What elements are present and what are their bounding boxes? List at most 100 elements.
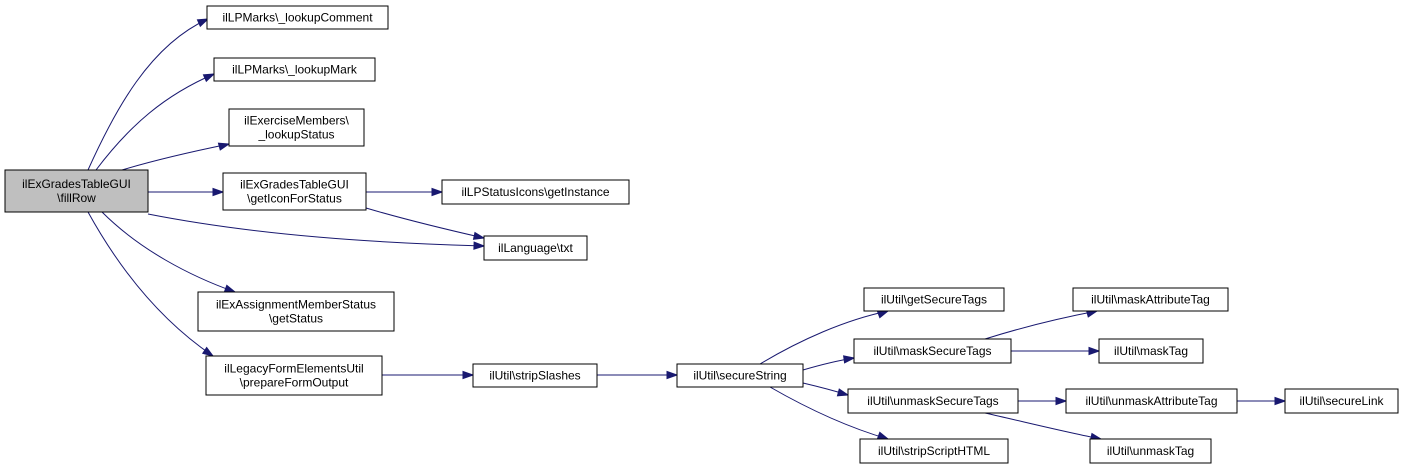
node-label: ilUtil\maskTag [1114, 344, 1188, 358]
node-geticonforstatus[interactable]: ilExGradesTableGUI\getIconForStatus [222, 172, 367, 211]
edge-line [759, 310, 889, 365]
edge-line [87, 211, 214, 357]
node-txt[interactable]: ilLanguage\txt [483, 235, 588, 261]
node-unmasksecuretags[interactable]: ilUtil\unmaskSecureTags [847, 388, 1019, 414]
node-lookupstatus[interactable]: ilExerciseMembers\_lookupStatus [228, 108, 365, 147]
edge-fillrow-to-lookupmark [95, 73, 216, 171]
edge-fillrow-to-geticonforstatus [148, 187, 225, 197]
edge-securestring-to-masksecuretags [802, 355, 856, 371]
node-box [853, 338, 1012, 364]
node-box [847, 388, 1019, 414]
arrowhead [836, 388, 850, 397]
edge-line [95, 73, 215, 171]
node-getinstance[interactable]: ilLPStatusIcons\getInstance [441, 179, 630, 205]
node-stripslashes[interactable]: ilUtil\stripSlashes [472, 363, 598, 388]
edge-line [87, 18, 209, 171]
node-label: ilUtil\maskAttributeTag [1091, 293, 1210, 307]
node-box [676, 363, 804, 388]
node-layer: ilExGradesTableGUI\fillRowilLPMarks\_loo… [4, 5, 1399, 464]
arrowhead [666, 370, 679, 380]
node-label: ilUtil\stripScriptHTML [878, 444, 990, 458]
arrowhead [473, 241, 486, 250]
edge-masksecuretags-to-masktag [1011, 346, 1101, 356]
node-box [1098, 338, 1204, 364]
edge-line [101, 211, 236, 293]
node-maskattributetag[interactable]: ilUtil\maskAttributeTag [1072, 287, 1229, 312]
arrowhead [201, 346, 215, 357]
arrowhead [462, 370, 475, 380]
node-box [213, 57, 376, 82]
arrowhead [212, 187, 225, 197]
node-box [441, 179, 630, 205]
arrowhead [1274, 396, 1287, 406]
arrowhead [472, 231, 486, 240]
node-box [228, 108, 365, 147]
node-label: ilUtil\unmaskSecureTags [867, 394, 998, 408]
node-masktag[interactable]: ilUtil\maskTag [1098, 338, 1204, 364]
node-label: ilLegacyFormElementsUtil [224, 362, 363, 376]
node-box [863, 287, 1005, 312]
node-label: ilLPStatusIcons\getInstance [461, 185, 609, 199]
node-label: ilExGradesTableGUI [22, 177, 131, 191]
node-box [4, 169, 149, 213]
edge-unmaskattributetag-to-securelink [1237, 396, 1287, 406]
edge-fillrow-to-lookupcomment [87, 18, 210, 171]
node-box [1089, 438, 1212, 464]
node-lookupmark[interactable]: ilLPMarks\_lookupMark [213, 57, 376, 82]
edge-layer [87, 18, 1287, 441]
edge-line [365, 207, 485, 239]
node-label: ilLPMarks\_lookupComment [222, 11, 373, 25]
node-box [483, 235, 588, 261]
edge-line [121, 143, 230, 171]
node-unmaskattributetag[interactable]: ilUtil\unmaskAttributeTag [1065, 388, 1238, 414]
node-box [859, 438, 1009, 464]
node-label: \getStatus [269, 312, 323, 326]
edge-line [769, 386, 889, 440]
arrowhead [223, 284, 237, 293]
node-box [197, 291, 395, 332]
node-label: \fillRow [57, 191, 96, 205]
node-label: ilExGradesTableGUI [240, 178, 349, 192]
node-label: ilUtil\stripSlashes [489, 369, 580, 383]
node-unmasktag[interactable]: ilUtil\unmaskTag [1089, 438, 1212, 464]
arrowhead [431, 187, 444, 197]
node-prepareformoutput[interactable]: ilLegacyFormElementsUtil\prepareFormOutp… [205, 355, 383, 396]
arrowhead [202, 73, 216, 83]
arrowhead [1055, 396, 1068, 406]
node-fillrow[interactable]: ilExGradesTableGUI\fillRow [4, 169, 149, 213]
node-label: ilUtil\getSecureTags [881, 293, 987, 307]
node-securelink[interactable]: ilUtil\secureLink [1284, 388, 1399, 414]
edge-unmasksecuretags-to-unmaskattributetag [1018, 396, 1068, 406]
arrowhead [1088, 346, 1101, 356]
node-getstatus[interactable]: ilExAssignmentMemberStatus\getStatus [197, 291, 395, 332]
node-label: ilUtil\unmaskAttributeTag [1085, 394, 1217, 408]
edge-geticonforstatus-to-getinstance [366, 187, 444, 197]
edge-fillrow-to-txt [147, 213, 486, 250]
node-box [472, 363, 598, 388]
node-getsecuretags[interactable]: ilUtil\getSecureTags [863, 287, 1005, 312]
edge-fillrow-to-prepareformoutput [87, 211, 215, 357]
edge-securestring-to-getsecuretags [759, 310, 890, 365]
edge-fillrow-to-lookupstatus [121, 142, 231, 171]
node-lookupcomment[interactable]: ilLPMarks\_lookupComment [206, 5, 389, 30]
arrowhead [196, 18, 210, 28]
edge-line [984, 412, 1102, 440]
arrowhead [217, 142, 231, 151]
arrowhead [843, 355, 856, 364]
node-label: ilLanguage\txt [498, 241, 573, 255]
edge-line [984, 310, 1098, 340]
node-box [206, 5, 389, 30]
node-box [1072, 287, 1229, 312]
edge-prepareformoutput-to-stripslashes [382, 370, 475, 380]
node-label: ilLPMarks\_lookupMark [232, 63, 358, 77]
node-label: \getIconForStatus [247, 192, 342, 206]
node-box [1065, 388, 1238, 414]
node-stripscripthtml[interactable]: ilUtil\stripScriptHTML [859, 438, 1009, 464]
node-masksecuretags[interactable]: ilUtil\maskSecureTags [853, 338, 1012, 364]
node-label: ilUtil\maskSecureTags [873, 344, 991, 358]
node-label: ilUtil\secureLink [1299, 394, 1384, 408]
node-securestring[interactable]: ilUtil\secureString [676, 363, 804, 388]
edge-unmasksecuretags-to-unmasktag [984, 412, 1103, 441]
node-label: \prepareFormOutput [240, 376, 349, 390]
